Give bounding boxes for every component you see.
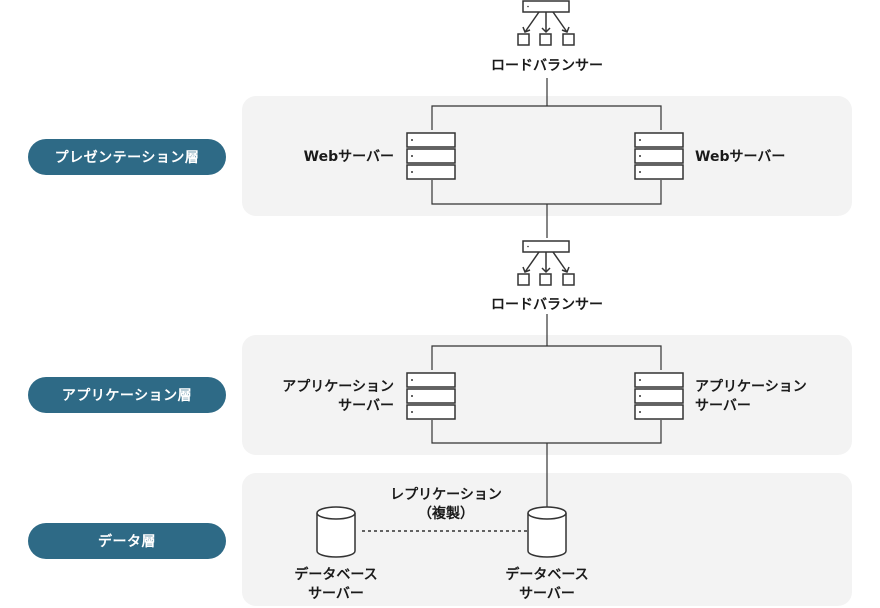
web-bottom-bracket	[431, 180, 662, 205]
web-server-left-label: Webサーバー	[303, 149, 394, 165]
data-tier-label: データ層	[28, 523, 226, 559]
server-stack-icon	[634, 132, 684, 180]
app-server-left-line1: アプリケーション	[282, 379, 394, 395]
server-stack-icon	[634, 372, 684, 420]
db-server-right-line2: サーバー	[519, 586, 575, 602]
replication-label: レプリケーション （複製）	[366, 486, 526, 524]
db-server-left-line1: データベース	[294, 567, 378, 583]
server-stack-icon	[406, 372, 456, 420]
server-stack-icon	[406, 132, 456, 180]
db-server-right-label: データベース サーバー	[467, 566, 627, 604]
database-icon	[527, 506, 567, 558]
app-server-right-label: アプリケーション サーバー	[695, 378, 807, 416]
application-tier-panel	[242, 335, 852, 455]
db-server-left-line2: サーバー	[308, 586, 364, 602]
web-server-right-label: Webサーバー	[695, 149, 786, 165]
replication-line1: レプリケーション	[390, 487, 502, 503]
replication-line2: （複製）	[418, 506, 474, 522]
presentation-tier-panel	[242, 96, 852, 216]
load-balancer-middle-label: ロードバランサー	[491, 297, 603, 313]
db-server-right-line1: データベース	[505, 567, 589, 583]
load-balancer-icon	[517, 0, 575, 46]
app-server-right-line2: サーバー	[695, 398, 751, 414]
app-server-left-label: アプリケーション サーバー	[234, 378, 394, 416]
presentation-tier-label: プレゼンテーション層	[28, 139, 226, 175]
load-balancer-top-label: ロードバランサー	[491, 58, 603, 74]
app-bottom-bracket	[431, 420, 662, 444]
load-balancer-icon	[517, 240, 575, 286]
application-tier-label: アプリケーション層	[28, 377, 226, 413]
app-server-right-line1: アプリケーション	[695, 379, 807, 395]
app-server-left-line2: サーバー	[338, 398, 394, 414]
db-server-left-label: データベース サーバー	[256, 566, 416, 604]
web-top-bracket	[431, 105, 662, 130]
database-icon	[316, 506, 356, 558]
app-top-bracket	[431, 345, 662, 370]
